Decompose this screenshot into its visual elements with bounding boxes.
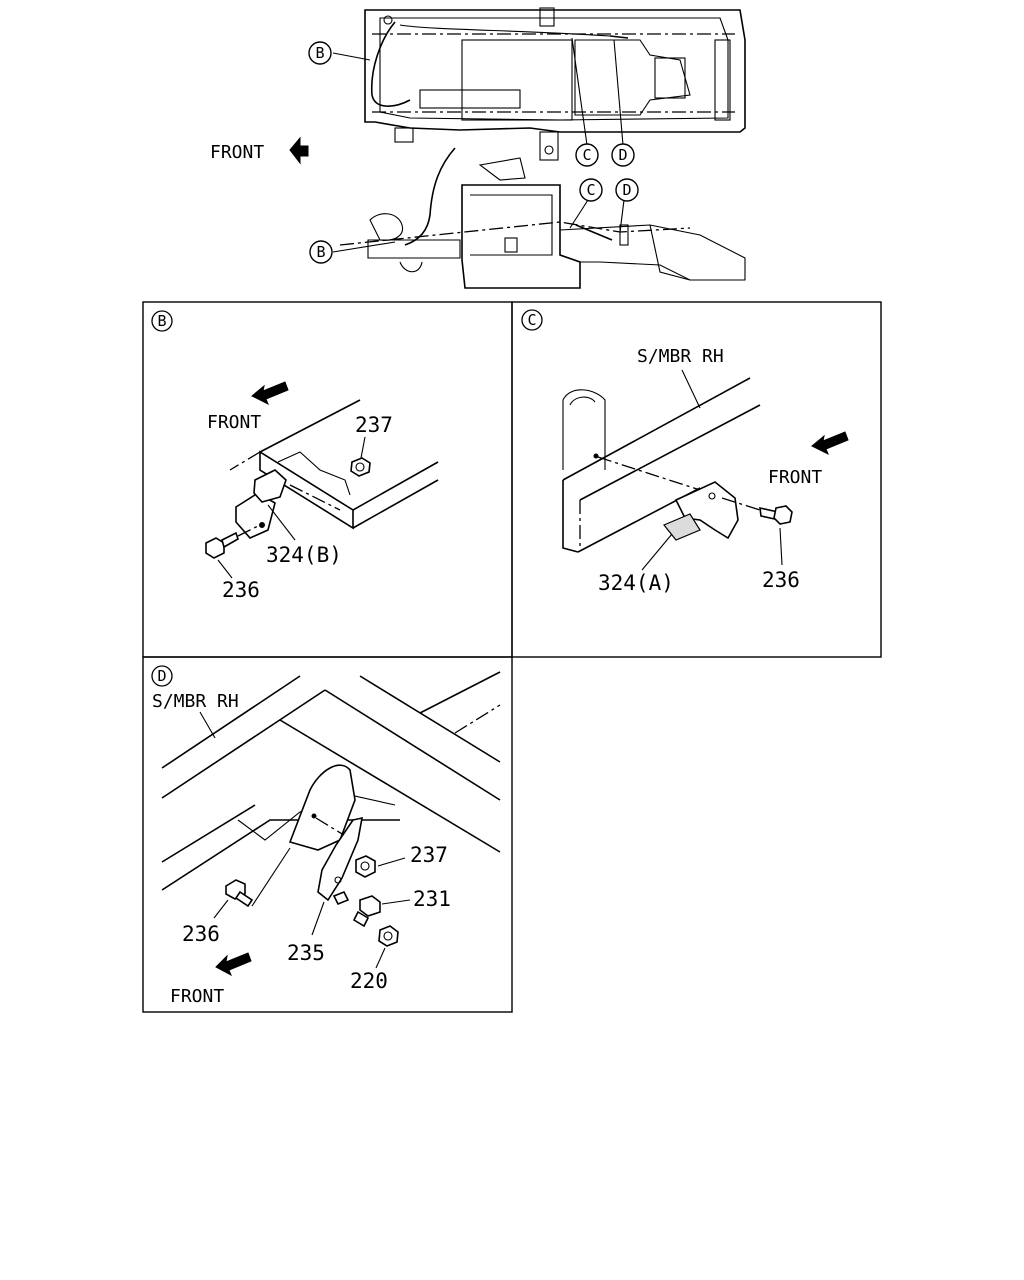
front-arrow-icon	[215, 952, 252, 977]
panel-b: B FRONT 237 236 324(B)	[142, 301, 513, 658]
panel-b-letter: B	[157, 312, 166, 330]
front-arrow-icon	[251, 381, 289, 406]
panel-c-part-324a: 324(A)	[598, 571, 674, 595]
callout-b-top: B	[308, 41, 332, 65]
callout-d-side: D	[615, 178, 639, 202]
front-arrow-icon	[289, 136, 309, 165]
panel-d-member-label: S/MBR RH	[152, 691, 239, 712]
callout-c-side: C	[579, 178, 603, 202]
overview-side-view	[332, 147, 746, 289]
panel-d: D S/MBR RH 237 231	[142, 656, 513, 1013]
panel-c-letter: C	[527, 311, 536, 329]
nut-icon	[350, 457, 371, 477]
overview-top-view	[332, 7, 746, 161]
panel-d-part-235: 235	[287, 941, 325, 965]
callout-d-side-letter: D	[622, 181, 631, 199]
panel-c: C S/MBR RH FRONT 236 324(A)	[511, 301, 882, 658]
nut-icon	[355, 855, 376, 878]
panel-c-front-label: FRONT	[768, 467, 822, 488]
panel-d-part-236: 236	[182, 922, 220, 946]
callout-d-top: D	[611, 143, 635, 167]
callout-b-top-letter: B	[315, 44, 324, 62]
callout-c-top-letter: C	[582, 146, 591, 164]
panel-b-part-237: 237	[355, 413, 393, 437]
bolt-icon	[225, 879, 254, 908]
panel-b-part-324b: 324(B)	[266, 543, 342, 567]
panel-d-part-237: 237	[410, 843, 448, 867]
clip-icon	[352, 895, 381, 928]
callout-d-top-letter: D	[618, 146, 627, 164]
bolt-icon	[759, 505, 793, 525]
panel-d-letter: D	[157, 667, 166, 685]
nut-icon	[378, 925, 399, 947]
callout-c-side-letter: C	[586, 181, 595, 199]
overview-front-label: FRONT	[210, 142, 264, 163]
callout-b-side: B	[309, 240, 333, 264]
panel-c-part-236: 236	[762, 568, 800, 592]
panel-c-member-label: S/MBR RH	[637, 346, 724, 367]
callout-b-side-letter: B	[316, 243, 325, 261]
panel-d-part-231: 231	[413, 887, 451, 911]
panel-b-front-label: FRONT	[207, 412, 261, 433]
bolt-icon	[205, 531, 239, 559]
panel-d-front-label: FRONT	[170, 986, 224, 1007]
panel-d-part-220: 220	[350, 969, 388, 993]
front-arrow-icon	[811, 431, 849, 456]
callout-c-top: C	[575, 143, 599, 167]
panel-b-part-236: 236	[222, 578, 260, 602]
